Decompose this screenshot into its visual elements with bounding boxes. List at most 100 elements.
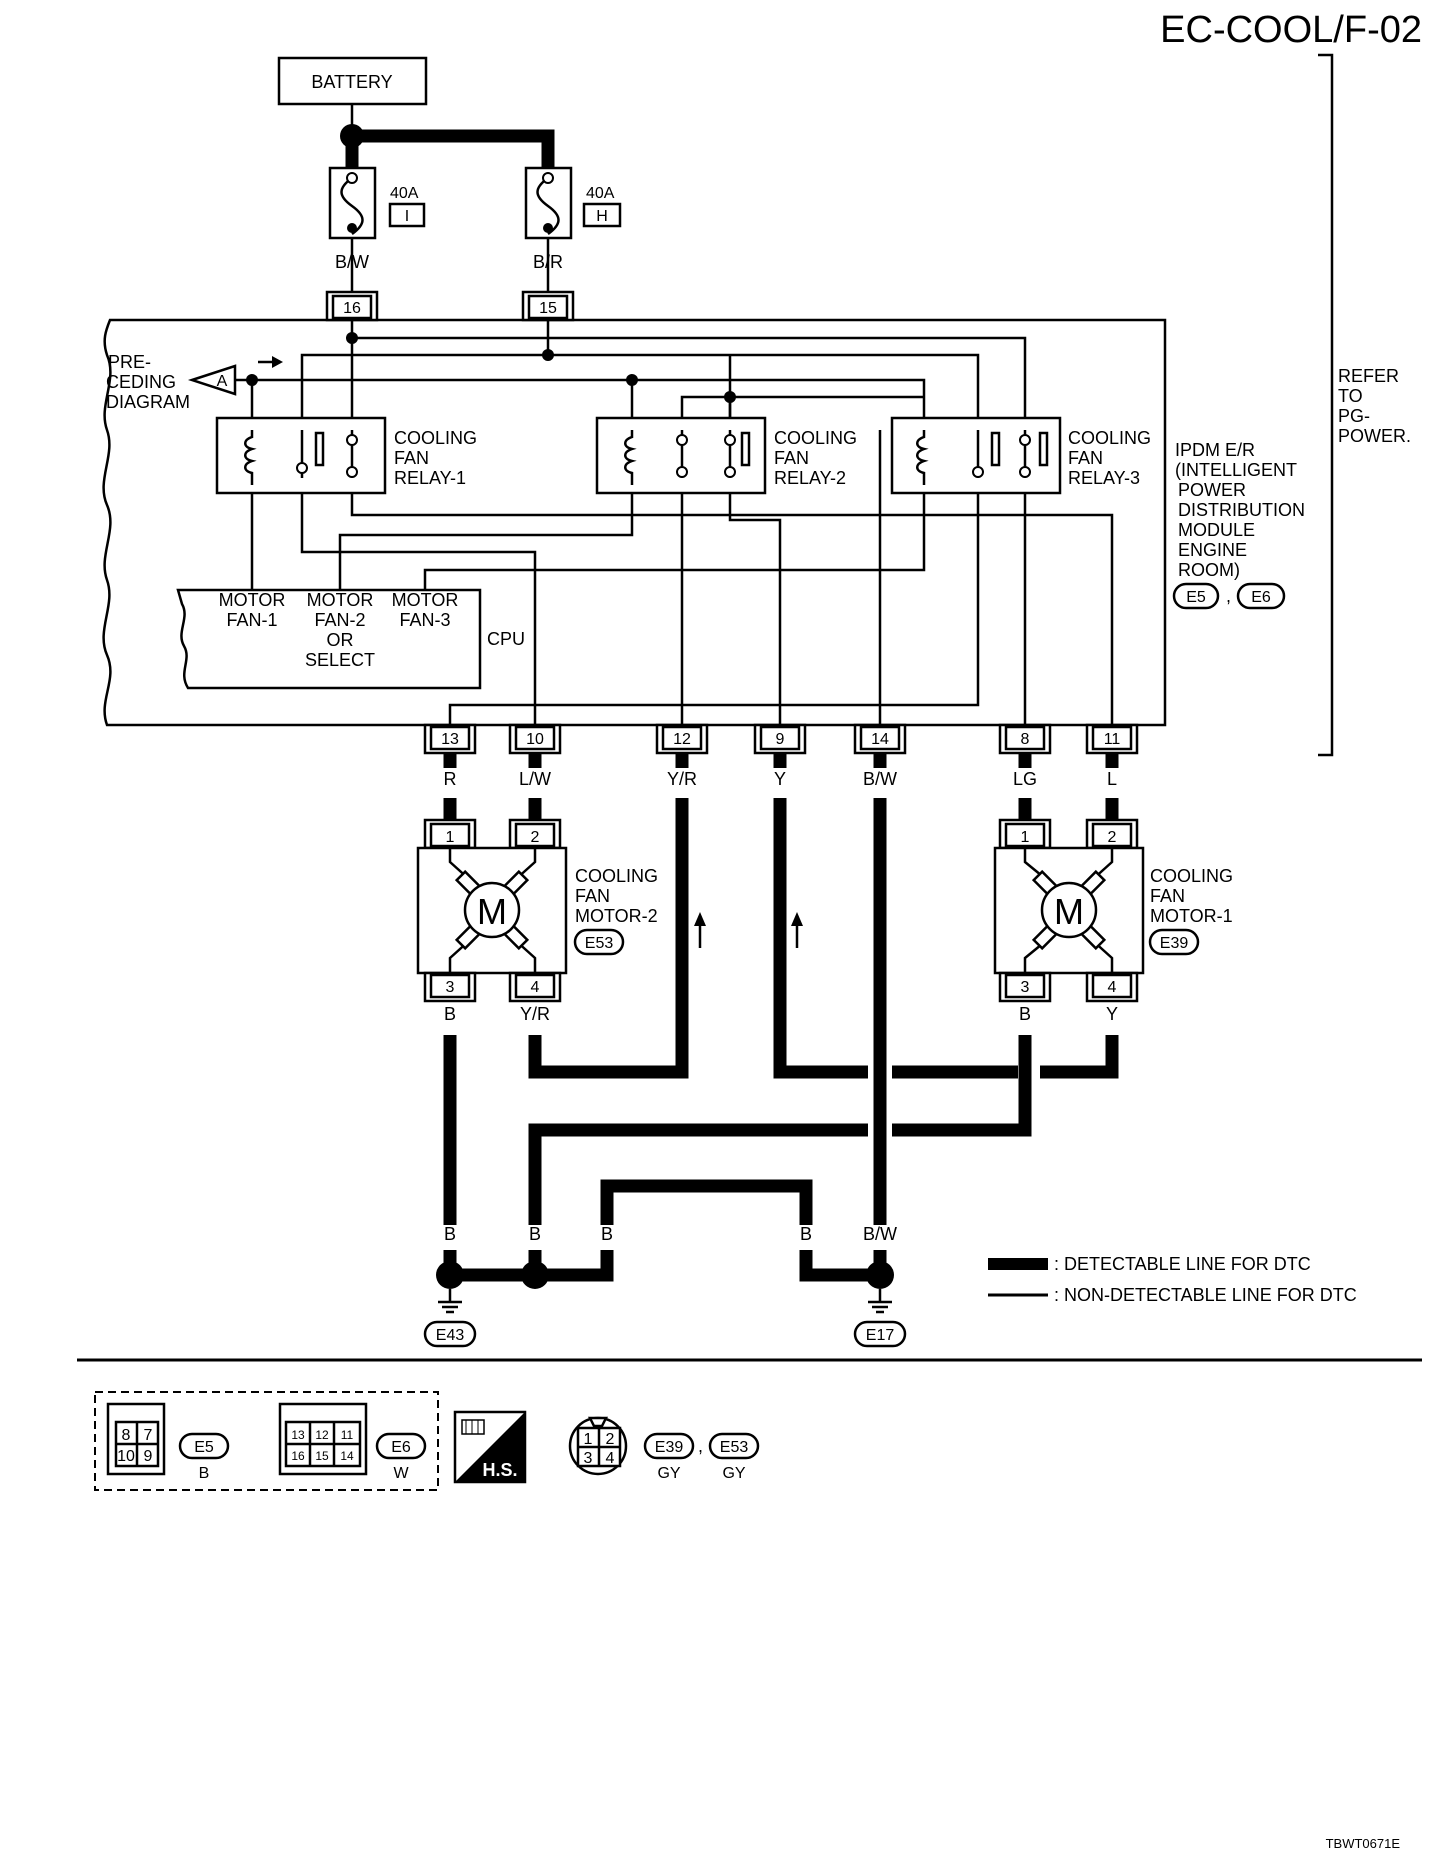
svg-text:B: B: [444, 1224, 456, 1244]
preceding-line-3: DIAGRAM: [106, 392, 190, 412]
svg-text:(INTELLIGENT: (INTELLIGENT: [1175, 460, 1297, 480]
svg-text:10: 10: [526, 731, 544, 748]
svg-text:15: 15: [539, 300, 557, 317]
ground-e43: E43: [423, 1261, 549, 1348]
refer-bracket: REFER TO PG- POWER.: [1318, 53, 1411, 757]
svg-text:MOTOR: MOTOR: [392, 590, 459, 610]
svg-text:Y: Y: [774, 769, 786, 789]
cooling-fan-motor-1: 1 2 M 3 4 COOLING FAN MOTOR-1 E39 B Y: [993, 818, 1233, 1024]
svg-text:B: B: [800, 1224, 812, 1244]
svg-text:L: L: [1107, 769, 1117, 789]
terminal-10: 10: [508, 723, 562, 755]
svg-text:Y: Y: [1106, 1004, 1118, 1024]
svg-text:3: 3: [1021, 979, 1030, 996]
svg-text:11: 11: [1104, 731, 1121, 748]
svg-text:IPDM E/R: IPDM E/R: [1175, 440, 1255, 460]
svg-text:FAN: FAN: [1068, 448, 1103, 468]
svg-text:RELAY-2: RELAY-2: [774, 468, 846, 488]
motor-2-connector: E53: [585, 935, 614, 952]
terminal-wire-labels: R L/W Y/R Y B/W LG L: [444, 769, 1118, 789]
svg-text:4: 4: [606, 1450, 615, 1467]
svg-text:GY: GY: [722, 1465, 745, 1482]
svg-text:LG: LG: [1013, 769, 1037, 789]
svg-text:ROOM): ROOM): [1178, 560, 1240, 580]
connector-e6-id: E6: [391, 1439, 411, 1456]
cooling-fan-relay-1: COOLING FAN RELAY-1: [215, 416, 477, 495]
svg-text:FAN: FAN: [774, 448, 809, 468]
cpu-label: CPU: [487, 629, 525, 649]
ground-e17-label: E17: [866, 1327, 895, 1344]
terminal-15: 15: [521, 290, 575, 322]
cooling-fan-motor-2: 1 2 M 3 4 COOLING FAN MOTOR-2 E53 B Y/R: [416, 818, 658, 1024]
fuse-i-wire: B/W: [335, 252, 369, 272]
svg-text:13: 13: [441, 731, 459, 748]
terminal-16: 16: [325, 290, 379, 322]
harness-side-badge: H.S.: [453, 1410, 527, 1484]
fuse-h-rating: 40A: [586, 185, 615, 202]
svg-text:3: 3: [584, 1450, 593, 1467]
fuse-i-rating: 40A: [390, 185, 419, 202]
svg-text:4: 4: [531, 979, 540, 996]
svg-text:FAN: FAN: [575, 886, 610, 906]
svg-text:,: ,: [1226, 586, 1231, 606]
svg-text:OR: OR: [327, 630, 354, 650]
svg-text:R: R: [444, 769, 457, 789]
terminal-11: 11: [1085, 723, 1139, 755]
svg-text:8: 8: [1021, 731, 1030, 748]
svg-text:MOTOR-1: MOTOR-1: [1150, 906, 1233, 926]
legend-non-detectable: : NON-DETECTABLE LINE FOR DTC: [1054, 1285, 1357, 1305]
connector-e6-color: W: [393, 1465, 409, 1482]
refer-line-4: POWER.: [1338, 426, 1411, 446]
ground-e43-label: E43: [436, 1327, 465, 1344]
ipdm-internal-wiring: [246, 320, 1114, 725]
svg-text:11: 11: [341, 1428, 354, 1442]
ipdm-connector-e5: E5: [1186, 589, 1206, 606]
svg-text:POWER: POWER: [1178, 480, 1246, 500]
battery: BATTERY: [277, 56, 428, 106]
svg-text:10: 10: [117, 1448, 135, 1465]
svg-text:MODULE: MODULE: [1178, 520, 1255, 540]
svg-text:FAN-2: FAN-2: [314, 610, 365, 630]
svg-text:L/W: L/W: [519, 769, 551, 789]
svg-text:ENGINE: ENGINE: [1178, 540, 1247, 560]
round-connector-e39: E39: [655, 1439, 684, 1456]
fuse-h: 40A H: [524, 166, 622, 240]
svg-text:COOLING: COOLING: [774, 428, 857, 448]
motor-symbol: M: [1054, 891, 1084, 932]
refer-line-1: REFER: [1338, 366, 1399, 386]
svg-text:4: 4: [1108, 979, 1117, 996]
svg-text:2: 2: [1108, 829, 1117, 846]
svg-text:2: 2: [606, 1431, 615, 1448]
svg-text:DISTRIBUTION: DISTRIBUTION: [1178, 500, 1305, 520]
flow-arrows: [694, 912, 803, 948]
terminal-13: 13: [423, 723, 477, 755]
svg-text:16: 16: [291, 1449, 305, 1463]
svg-text:8: 8: [122, 1427, 131, 1444]
svg-text:FAN: FAN: [1150, 886, 1185, 906]
terminal-12: 12: [655, 723, 709, 755]
svg-text:B: B: [601, 1224, 613, 1244]
svg-text:B: B: [444, 1004, 456, 1024]
svg-text:COOLING: COOLING: [1150, 866, 1233, 886]
hs-badge-text: H.S.: [482, 1460, 517, 1480]
svg-text:1: 1: [446, 829, 455, 846]
round-connector-e53: E53: [720, 1439, 749, 1456]
svg-text:COOLING: COOLING: [1068, 428, 1151, 448]
bottom-terminals: 13 10 12 9 14 8 11: [423, 723, 1139, 755]
svg-text:RELAY-3: RELAY-3: [1068, 468, 1140, 488]
cooling-fan-relay-2: COOLING FAN RELAY-2: [595, 416, 857, 495]
round-connector-view: 1 2 3 4 E39 , E53 GY GY: [568, 1416, 760, 1482]
fuse-h-id: H: [596, 208, 608, 225]
refer-line-2: TO: [1338, 386, 1363, 406]
fuse-i-id: I: [405, 208, 409, 225]
svg-text:B: B: [1019, 1004, 1031, 1024]
ipdm-label: IPDM E/R (INTELLIGENT POWER DISTRIBUTION…: [1172, 440, 1305, 610]
fuse-i: 40A I: [328, 166, 426, 240]
ipdm-connector-e6: E6: [1251, 589, 1271, 606]
svg-text:SELECT: SELECT: [305, 650, 375, 670]
svg-text:1: 1: [584, 1431, 593, 1448]
svg-text:7: 7: [144, 1427, 153, 1444]
svg-text:3: 3: [446, 979, 455, 996]
svg-text:,: ,: [698, 1436, 703, 1456]
